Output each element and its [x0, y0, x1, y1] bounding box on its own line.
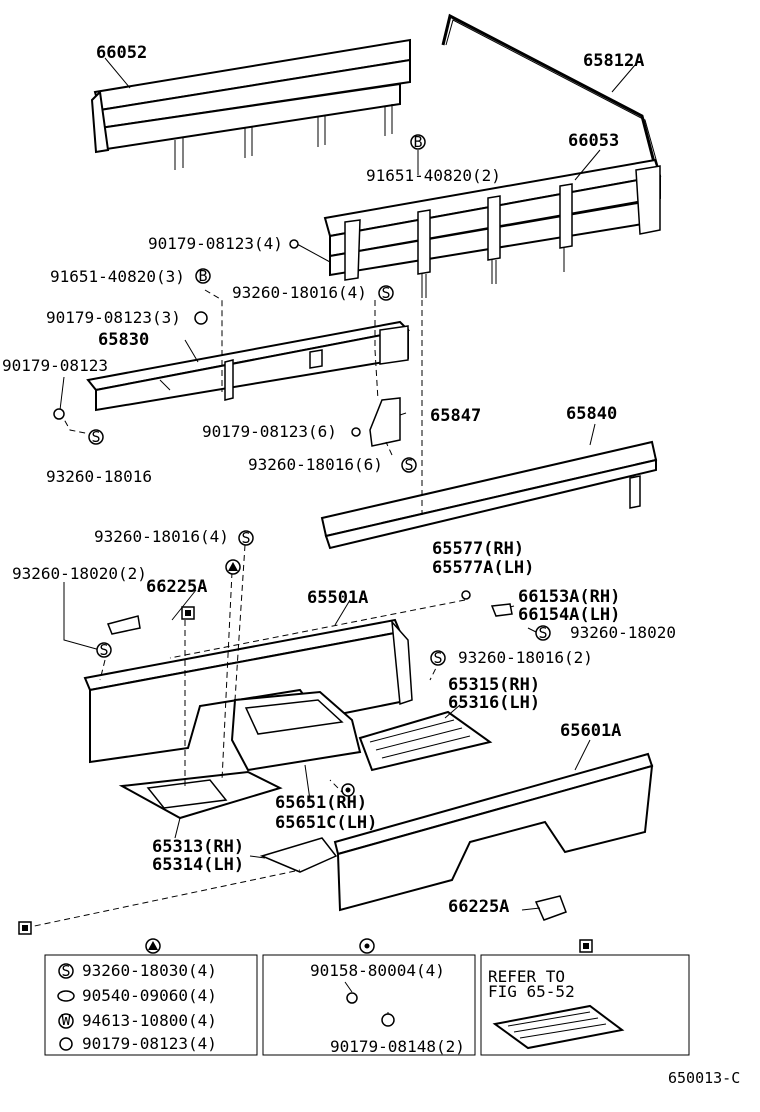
- diamond-marker-icon: [181, 606, 195, 620]
- legend-triangle-item-3: 94613-10800(4): [82, 1011, 217, 1030]
- symbol-s-6: S: [535, 624, 551, 642]
- label-90179-08123: 90179-08123: [2, 356, 108, 375]
- floor-panel-icon: [492, 1004, 625, 1050]
- diamond-header-icon: [579, 939, 593, 953]
- symbol-s-1: S: [378, 284, 394, 302]
- label-93260-18016-6: 93260-18016(6): [248, 455, 383, 474]
- label-91651-40820-2: 91651-40820(2): [366, 166, 501, 185]
- label-90179-08123-4: 90179-08123(4): [148, 234, 283, 253]
- label-93260-18016-4a: 93260-18016(4): [232, 283, 367, 302]
- label-93260-18016: 93260-18016: [46, 467, 152, 486]
- svg-text:S: S: [381, 284, 390, 302]
- label-91651-40820-3: 91651-40820(3): [50, 267, 185, 286]
- legend-triangle-item-1: 93260-18030(4): [82, 961, 217, 980]
- label-65601A: 65601A: [560, 721, 621, 741]
- bracket-65847: [369, 397, 401, 447]
- symbol-s-5: S: [96, 641, 112, 659]
- hook-66225A-a: [106, 615, 141, 635]
- floor-65315: [358, 710, 493, 772]
- refer-line-1: REFER TO: [488, 967, 565, 986]
- label-93260-18020-2: 93260-18020(2): [12, 564, 147, 583]
- tire-well-65651: [230, 690, 362, 772]
- symbol-b-2: B: [195, 267, 211, 285]
- clip-icon: [346, 992, 358, 1004]
- label-65577-rh: 65577(RH): [432, 539, 524, 559]
- svg-text:S: S: [433, 649, 442, 667]
- label-66154A-lh: 66154A(LH): [518, 605, 620, 625]
- label-65651C-lh: 65651C(LH): [275, 813, 377, 833]
- label-65847: 65847: [430, 406, 481, 426]
- rail-65840: [320, 440, 658, 550]
- svg-text:W: W: [61, 1011, 71, 1029]
- svg-text:S: S: [404, 456, 413, 474]
- svg-text:S: S: [99, 641, 108, 659]
- svg-text:S: S: [91, 428, 100, 446]
- svg-text:B: B: [198, 267, 207, 285]
- symbol-s-2: S: [88, 428, 104, 446]
- svg-text:S: S: [538, 624, 547, 642]
- legend-diamond-box: REFER TO FIG 65-52: [480, 939, 690, 1056]
- legend-triangle-item-2: 90540-09060(4): [82, 986, 217, 1005]
- label-90179-08123-6: 90179-08123(6): [202, 422, 337, 441]
- legend-triangle-box: S 93260-18030(4) 90540-09060(4) W 94613-…: [44, 938, 258, 1056]
- label-65314-lh: 65314(LH): [152, 855, 244, 875]
- washer-icon: [57, 990, 75, 1002]
- circle-marker-icon: [341, 783, 355, 797]
- hook-66225A-b: [534, 895, 567, 921]
- label-93260-18016-4b: 93260-18016(4): [94, 527, 229, 546]
- label-66153A-rh: 66153A(RH): [518, 587, 620, 607]
- label-66225A-b: 66225A: [448, 897, 509, 917]
- label-65501A: 65501A: [307, 588, 368, 608]
- triangle-header-icon: [145, 938, 161, 954]
- label-65315-rh: 65315(RH): [448, 675, 540, 695]
- refer-line-2: FIG 65-52: [488, 982, 575, 1001]
- label-90179-08123-3: 90179-08123(3): [46, 308, 181, 327]
- diamond-marker-icon-2: [18, 921, 32, 935]
- label-65313-rh: 65313(RH): [152, 837, 244, 857]
- stake-panel-66052: [90, 38, 411, 170]
- front-wall-65501A: [83, 618, 413, 764]
- label-65651-rh: 65651(RH): [275, 793, 367, 813]
- symbol-s-3: S: [401, 456, 417, 474]
- legend-circle-box: 90158-80004(4) 90179-08148(2): [262, 938, 476, 1056]
- label-93260-18016-2: 93260-18016(2): [458, 648, 593, 667]
- symbol-s-7: S: [430, 649, 446, 667]
- figure-code: 650013-C: [668, 1069, 740, 1087]
- svg-text:S: S: [61, 962, 70, 980]
- label-66225A-a: 66225A: [146, 577, 207, 597]
- label-66053: 66053: [568, 131, 619, 151]
- label-65830: 65830: [98, 330, 149, 350]
- svg-text:S: S: [241, 529, 250, 547]
- nut-icon: [59, 1037, 73, 1051]
- legend-circle-item-2: 90179-08148(2): [330, 1037, 465, 1056]
- legend-triangle-item-4: 90179-08123(4): [82, 1034, 217, 1053]
- floor-65313: [118, 770, 283, 820]
- triangle-marker-icon: [225, 559, 241, 575]
- floor-65314: [259, 837, 338, 873]
- label-65316-lh: 65316(LH): [448, 693, 540, 713]
- rail-65812A: [441, 13, 660, 171]
- bolt-icon: [381, 1013, 395, 1027]
- label-65577A-lh: 65577A(LH): [432, 558, 534, 578]
- dashed-lines: [24, 289, 466, 929]
- circle-header-icon: [359, 938, 375, 954]
- label-65812A: 65812A: [583, 51, 644, 71]
- symbol-b-1: B: [410, 133, 426, 151]
- symbol-s-4: S: [238, 529, 254, 547]
- label-65840: 65840: [566, 404, 617, 424]
- fasteners: [53, 239, 513, 617]
- legend-circle-item-1: 90158-80004(4): [310, 961, 445, 980]
- panel-65830: [86, 320, 411, 412]
- side-wall-65601A: [333, 752, 654, 912]
- label-66052: 66052: [96, 43, 147, 63]
- svg-text:B: B: [413, 133, 422, 151]
- label-93260-18020: 93260-18020: [570, 623, 676, 642]
